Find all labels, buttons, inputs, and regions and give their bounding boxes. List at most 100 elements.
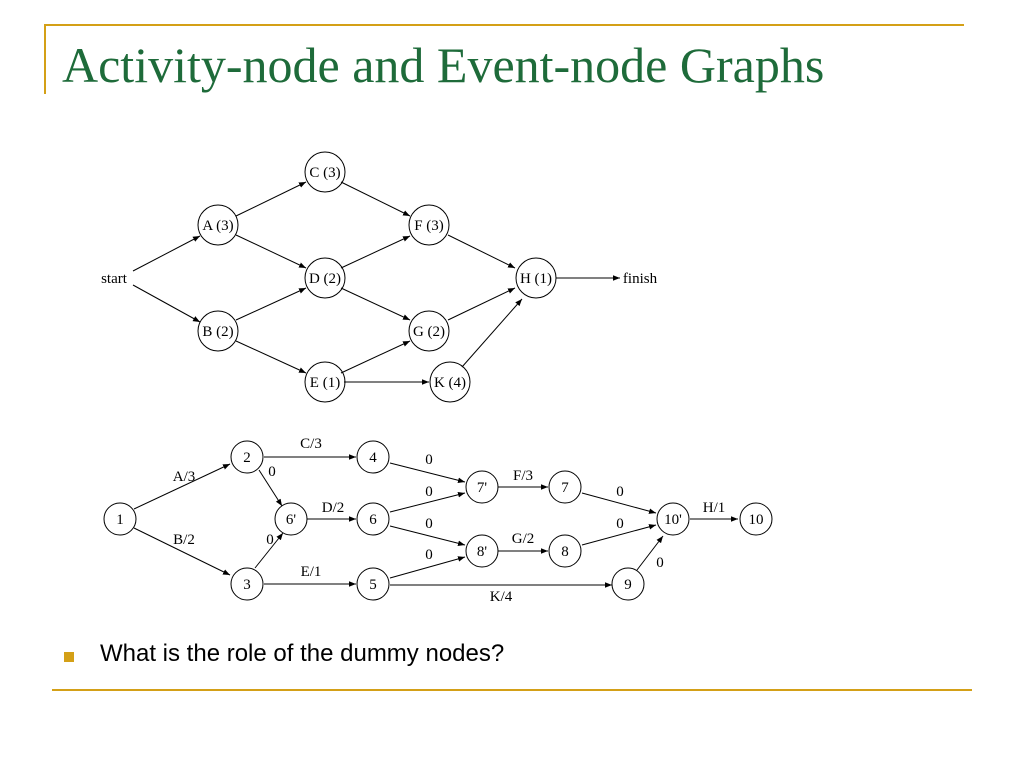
node-g-label: G (2) (413, 324, 445, 340)
node-d-circle (304, 257, 346, 299)
slide-title: Activity-node and Event-node Graphs (62, 37, 825, 93)
bullet-marker (64, 652, 74, 662)
edge-label-f: F/3 (513, 468, 533, 484)
start-label: start (101, 271, 128, 287)
node-2-circle (230, 440, 264, 474)
edge-e-g (340, 340, 411, 374)
node-3-label: 3 (243, 577, 251, 593)
edge-8-10p (581, 524, 657, 546)
node-5-circle (356, 567, 390, 601)
edge-b-e (235, 340, 307, 374)
edge-f-h (447, 234, 516, 269)
title-rule-left (44, 24, 46, 94)
edge-label-g: G/2 (512, 531, 535, 547)
node-e-circle (304, 361, 346, 403)
node-k-circle (429, 361, 471, 403)
edge-label-h: H/1 (703, 500, 726, 516)
node-8p-label: 8' (477, 544, 488, 560)
event-node-labels: 1 2 3 4 5 6' 6 7' 7 8' 8 9 10' 10 A/3 B/… (116, 436, 763, 605)
edge-start-a (132, 235, 201, 272)
finish-label: finish (623, 271, 658, 287)
edge-1-3 (133, 527, 231, 576)
edge-a-d (235, 234, 307, 269)
node-2-label: 2 (243, 450, 251, 466)
node-b-label: B (2) (202, 324, 233, 340)
edge-label-k: K/4 (490, 589, 513, 605)
edge-d-g (340, 287, 411, 321)
bullet-question: What is the role of the dummy nodes? (100, 640, 505, 667)
node-9-circle (611, 567, 645, 601)
node-e-label: E (1) (310, 375, 340, 391)
node-8-circle (548, 534, 582, 568)
node-8-label: 8 (561, 544, 569, 560)
edge-g-h (447, 287, 516, 321)
dummy-label-3-6p: 0 (266, 532, 274, 548)
edge-b-d (235, 287, 307, 321)
activity-node-graph (132, 151, 620, 403)
edge-label-c: C/3 (300, 436, 322, 452)
edge-1-2 (133, 463, 231, 510)
node-6-label: 6 (369, 512, 377, 528)
node-7-label: 7 (561, 480, 569, 496)
dummy-label-7-10p: 0 (616, 484, 624, 500)
node-b-circle (197, 310, 239, 352)
edge-6-8p (389, 525, 466, 546)
dummy-label-8-10p: 0 (616, 516, 624, 532)
node-3-circle (230, 567, 264, 601)
node-a-label: A (3) (202, 218, 233, 234)
edge-k-h (461, 298, 523, 368)
edge-label-a: A/3 (173, 469, 196, 485)
edge-4-7p (389, 462, 466, 483)
node-6p-circle (274, 502, 308, 536)
node-c-label: C (3) (309, 165, 340, 181)
node-10p-label: 10' (664, 512, 682, 528)
node-9-label: 9 (624, 577, 632, 593)
edge-9-10p (636, 535, 664, 571)
node-10-label: 10 (749, 512, 764, 528)
edge-2-6p (258, 469, 283, 507)
footer-rule (52, 689, 972, 691)
dummy-label-2-6p: 0 (268, 464, 276, 480)
edge-d-f (340, 235, 411, 269)
dummy-label-6-8p: 0 (425, 516, 433, 532)
edge-label-b: B/2 (173, 532, 195, 548)
node-1-circle (103, 502, 137, 536)
node-5-label: 5 (369, 577, 377, 593)
edge-start-b (132, 284, 201, 323)
edge-6-7p (389, 492, 466, 513)
edge-c-f (340, 181, 411, 217)
dummy-label-5-8p: 0 (425, 547, 433, 563)
edge-5-8p (389, 556, 466, 579)
node-d-label: D (2) (309, 271, 341, 287)
node-4-circle (356, 440, 390, 474)
node-4-label: 4 (369, 450, 377, 466)
edge-label-e: E/1 (301, 564, 322, 580)
node-f-circle (408, 204, 450, 246)
node-7p-circle (465, 470, 499, 504)
node-7-circle (548, 470, 582, 504)
node-h-label: H (1) (520, 271, 552, 287)
node-k-label: K (4) (434, 375, 466, 391)
edge-label-d: D/2 (322, 500, 345, 516)
event-node-graph (103, 440, 773, 601)
node-f-label: F (3) (414, 218, 444, 234)
node-6p-label: 6' (286, 512, 297, 528)
dummy-label-9-10p: 0 (656, 555, 664, 571)
node-c-circle (304, 151, 346, 193)
node-10-circle (739, 502, 773, 536)
node-a-circle (197, 204, 239, 246)
dummy-label-4-7p: 0 (425, 452, 433, 468)
edge-3-6p (254, 532, 284, 569)
edge-a-c (235, 181, 307, 217)
title-rule-top (44, 24, 964, 26)
node-h-circle (515, 257, 557, 299)
node-1-label: 1 (116, 512, 124, 528)
node-7p-label: 7' (477, 480, 488, 496)
node-6-circle (356, 502, 390, 536)
edge-7-10p (581, 492, 657, 514)
dummy-label-6-7p: 0 (425, 484, 433, 500)
node-8p-circle (465, 534, 499, 568)
node-10p-circle (656, 502, 690, 536)
node-g-circle (408, 310, 450, 352)
